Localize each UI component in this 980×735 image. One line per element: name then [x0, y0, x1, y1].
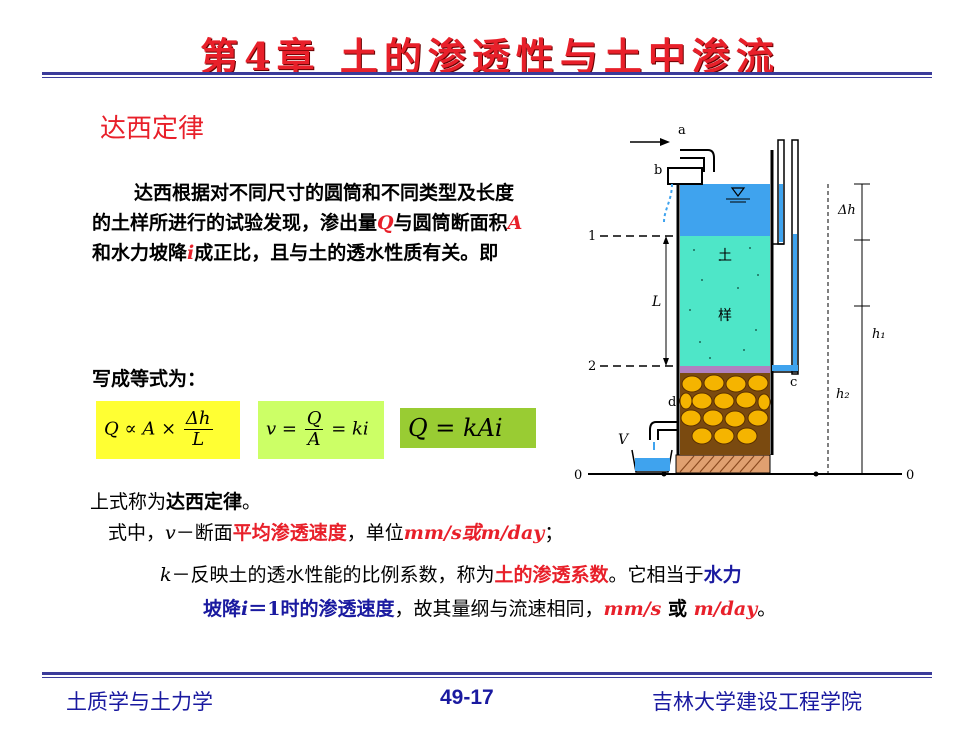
body-line-4: 坡降i＝1时的渗透速度，故其量纲与流速相同，mm/s 或 m/day。 — [203, 598, 777, 620]
body-line-3: k－反映土的透水性能的比例系数，称为土的渗透系数。它相当于水力 — [160, 564, 742, 586]
intro-paragraph: 达西根据对不同尺寸的圆筒和不同类型及长度的土样所进行的试验发现，渗出量Q与圆筒断… — [92, 182, 523, 264]
water-column — [680, 184, 770, 236]
footer-page-number: 49-17 — [440, 686, 494, 709]
overflow-box — [667, 167, 703, 185]
outlet-pipe — [649, 421, 678, 440]
label-h2: h₂ — [836, 387, 850, 402]
header-rule-thin — [42, 77, 932, 78]
datum-label-left: 0 — [574, 468, 582, 483]
datum-label-right: 0 — [906, 468, 914, 483]
mesh-screen — [680, 366, 770, 373]
inlet-pipe — [680, 149, 715, 172]
body-line-1: 上式称为达西定律。 — [90, 491, 262, 513]
soil-label-1: 土 — [718, 248, 732, 264]
footer-rule-thin — [42, 677, 932, 678]
label-b: b — [654, 163, 662, 178]
soil-label-2: 样 — [718, 308, 732, 324]
body-line-2: 式中，v－断面平均渗透速度，单位mm/s或m/day； — [108, 522, 564, 544]
label-L: L — [651, 294, 661, 310]
equation-label: 写成等式为： — [92, 368, 207, 390]
footer-school: 吉林大学建设工程学院 — [652, 690, 862, 714]
section-title: 达西定律 — [100, 114, 205, 144]
label-V: V — [618, 432, 630, 448]
soil-sample — [680, 236, 770, 366]
header-rule — [42, 72, 932, 75]
footer-rule — [42, 672, 932, 675]
label-d: d — [668, 395, 676, 410]
label-2: 2 — [588, 359, 596, 374]
darcy-apparatus-diagram: 0 0 土 样 b a — [574, 123, 914, 483]
label-h1: h₁ — [872, 327, 886, 342]
label-a: a — [678, 123, 686, 138]
label-c: c — [790, 375, 797, 390]
formula-darcy: Q = kAi — [400, 408, 536, 448]
footer-course: 土质学与土力学 — [66, 690, 213, 714]
page-title: 第4章 土的渗透性与土中渗流 — [200, 34, 780, 79]
label-1: 1 — [588, 229, 596, 244]
label-dh: Δh — [837, 203, 856, 218]
